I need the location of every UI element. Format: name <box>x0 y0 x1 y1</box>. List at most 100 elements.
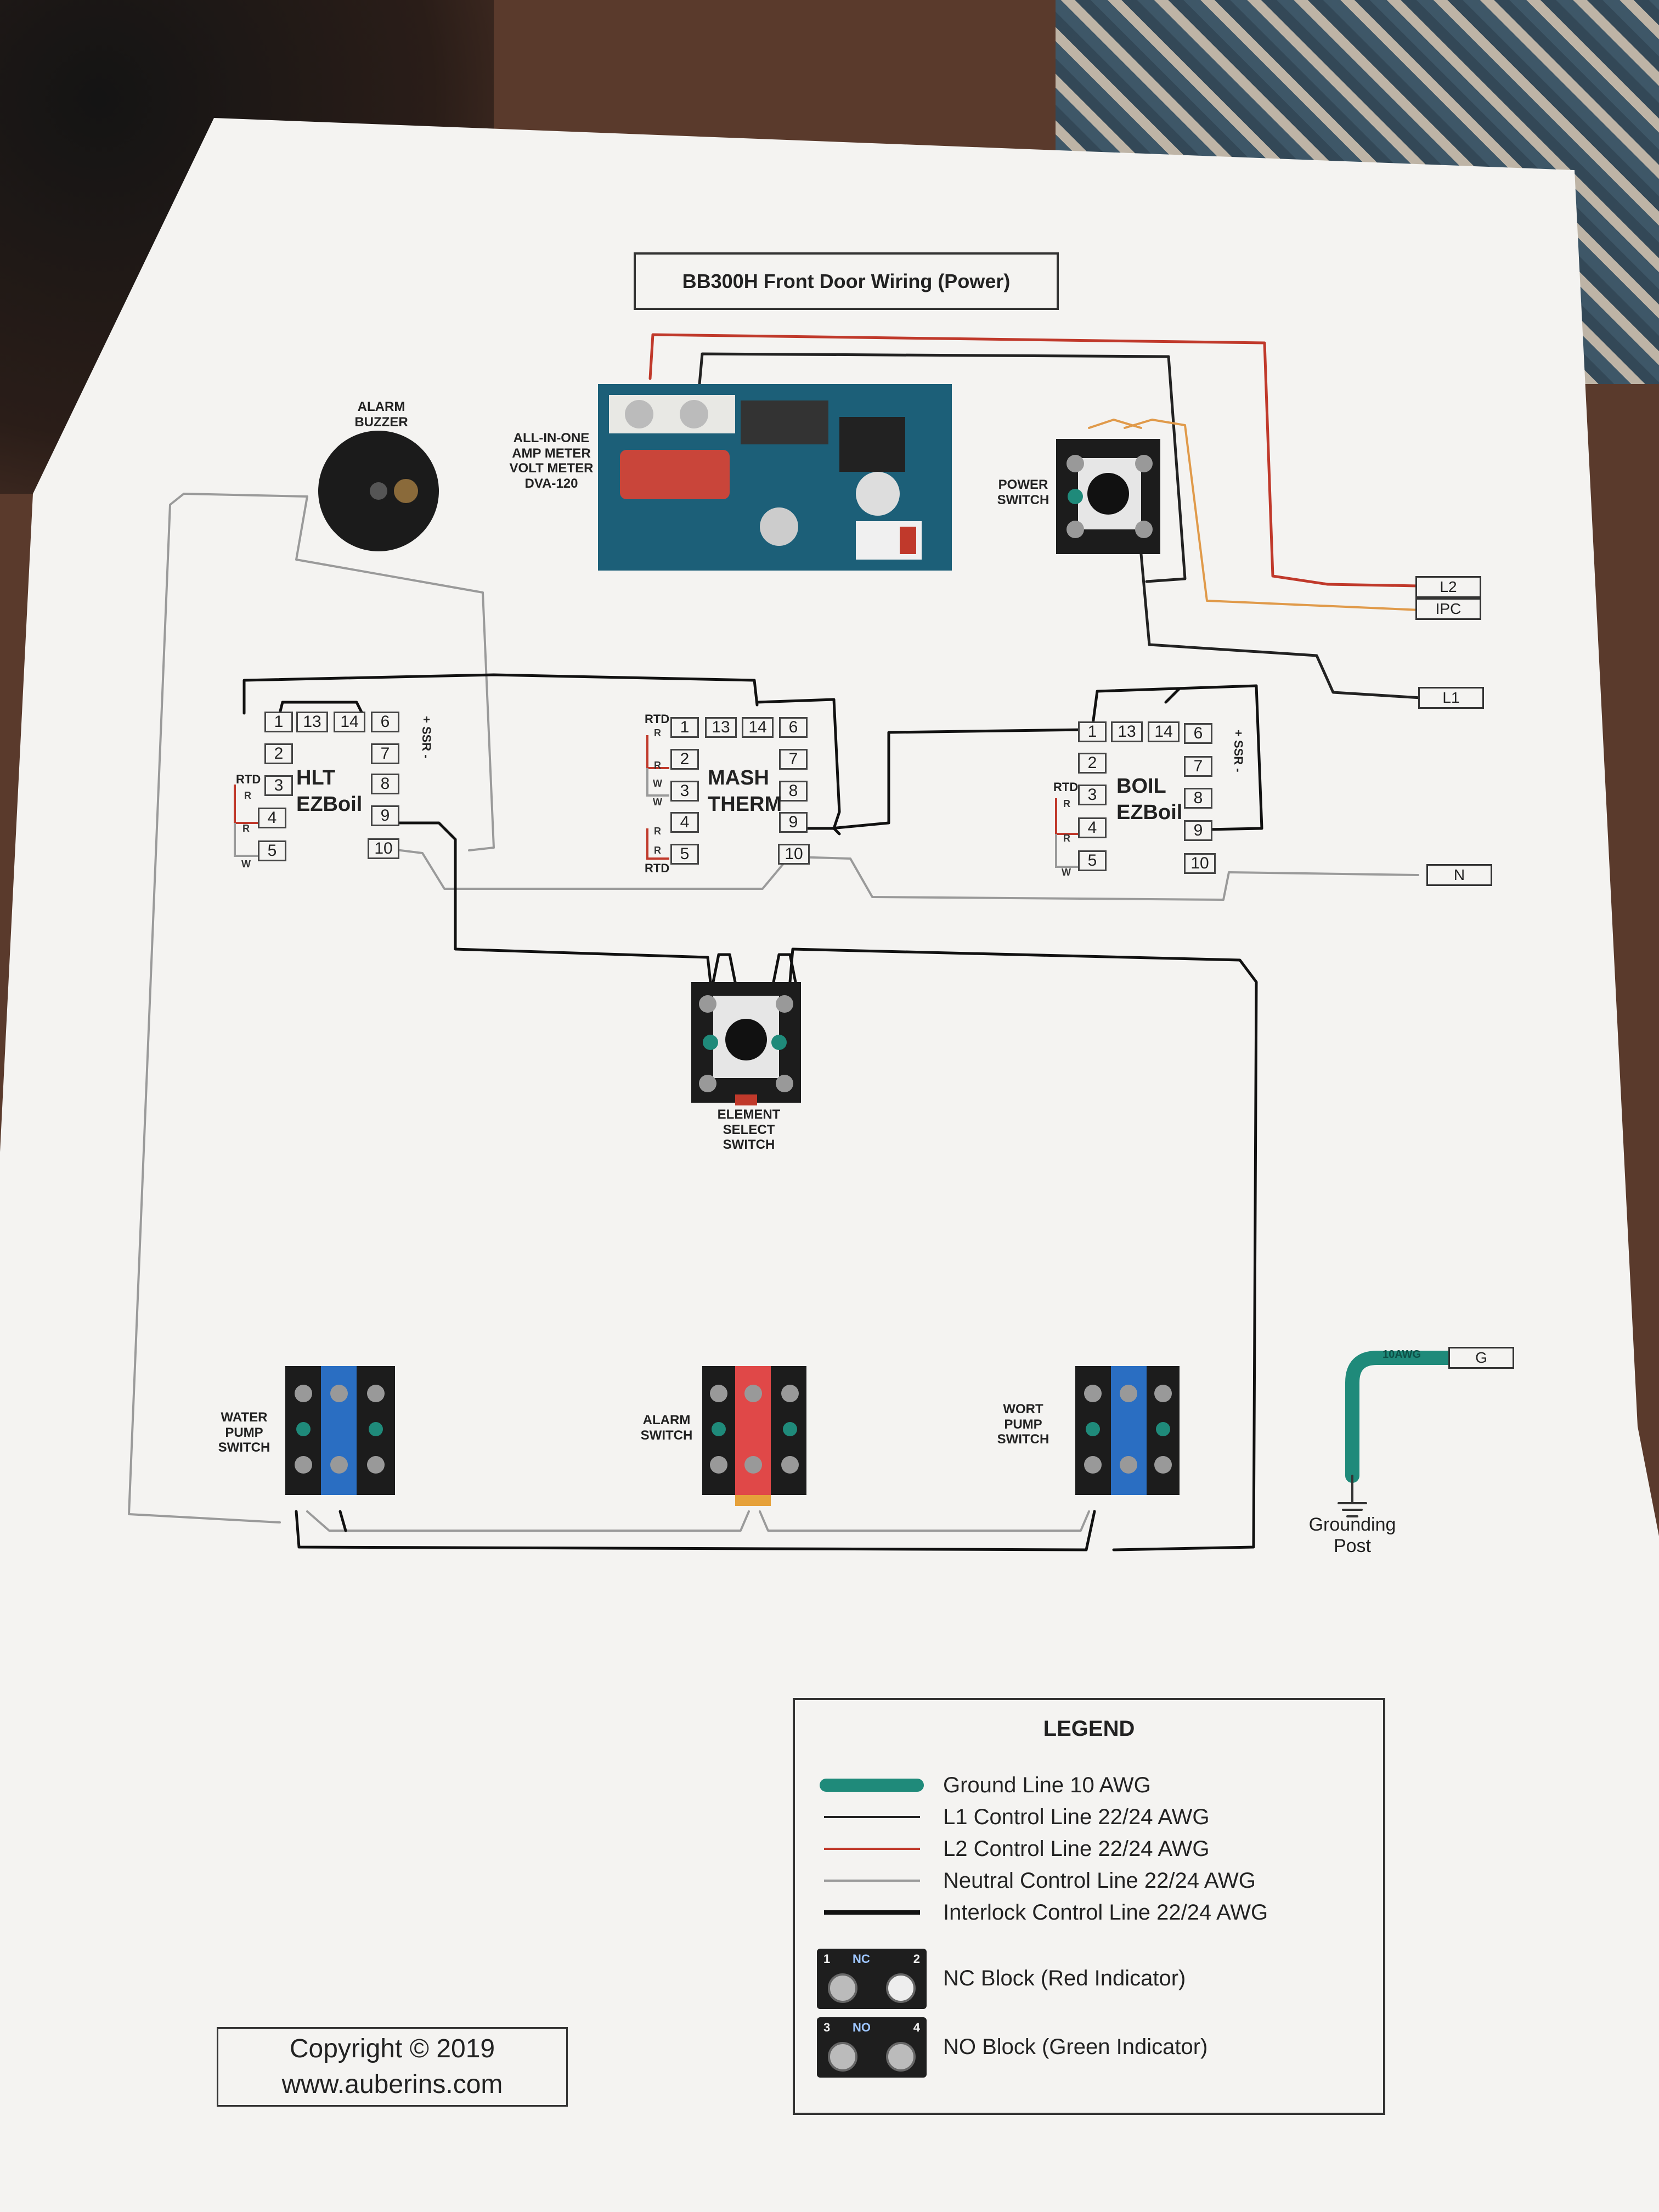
amp-meter-label: ALL-IN-ONE AMP METER VOLT METER DVA-120 <box>509 431 594 491</box>
mash-terminal-14: 14 <box>742 717 774 738</box>
legend-swatch-interlock <box>823 1910 920 1915</box>
mash-terminal-10: 10 <box>778 844 810 865</box>
legend-row-l2: L2 Control Line 22/24 AWG <box>817 1835 1209 1863</box>
power-switch-icon <box>1056 439 1160 554</box>
legend-label-l2: L2 Control Line 22/24 AWG <box>943 1836 1210 1861</box>
legend: LEGEND Ground Line 10 AWG L1 Control Lin… <box>793 1698 1385 2115</box>
neutral-wire <box>128 493 308 1523</box>
copyright-box: Copyright © 2019 www.auberins.com <box>217 2027 568 2107</box>
nc-block-icon: 1 NC 2 <box>817 1948 927 2009</box>
legend-swatch-ground <box>820 1779 924 1792</box>
hlt-terminal-1: 1 <box>264 712 293 732</box>
tag-n: N <box>1426 864 1492 886</box>
ground-wire <box>1345 1351 1455 1483</box>
mash-terminal-5: 5 <box>670 844 699 865</box>
no-block-tag: NO <box>853 2020 871 2034</box>
mash-controller-name: MASH THERM <box>708 766 782 816</box>
l2-wire <box>648 333 1420 588</box>
hlt-terminal-9: 9 <box>371 805 399 826</box>
wort-pump-switch-icon <box>1075 1366 1180 1495</box>
legend-label-nc-block: NC Block (Red Indicator) <box>943 1966 1186 1990</box>
boil-terminal-13: 13 <box>1111 721 1143 742</box>
legend-label-l1: L1 Control Line 22/24 AWG <box>943 1804 1210 1829</box>
mash-w-label: W <box>653 778 662 789</box>
hlt-w-label: W <box>241 859 251 870</box>
l1-wire <box>1139 552 1423 699</box>
amp-meter-board-icon <box>598 384 952 571</box>
legend-swatch-l1 <box>823 1816 920 1818</box>
element-select-switch-label: ELEMENT SELECT SWITCH <box>717 1107 781 1153</box>
mash-rtd-label-bottom: RTD <box>645 861 670 875</box>
mash-terminal-2: 2 <box>670 749 699 770</box>
legend-title: LEGEND <box>1043 1717 1135 1741</box>
mash-terminal-4: 4 <box>670 812 699 833</box>
element-select-switch-icon <box>691 982 801 1105</box>
boil-terminal-4: 4 <box>1078 817 1107 838</box>
hlt-terminal-13: 13 <box>296 712 328 732</box>
tag-l1: L1 <box>1418 687 1484 709</box>
hlt-rtd-label: RTD <box>236 772 261 786</box>
hlt-terminal-6: 6 <box>371 712 399 732</box>
legend-swatch-neutral <box>823 1880 920 1882</box>
legend-swatch-l2 <box>823 1848 920 1850</box>
mash-terminal-6: 6 <box>779 717 808 738</box>
nc-block-num-2: 2 <box>913 1951 920 1966</box>
mash-rtd-label-top: RTD <box>645 712 670 726</box>
mash-terminal-9: 9 <box>779 812 808 833</box>
interlock-wire <box>242 673 759 715</box>
no-block-num-3: 3 <box>823 2020 831 2034</box>
water-pump-switch-icon <box>285 1366 395 1495</box>
hlt-r-label-2: R <box>242 823 250 834</box>
mash-w-label-2: W <box>653 797 662 808</box>
copyright-line: Copyright © 2019 <box>289 2034 495 2063</box>
legend-label-neutral: Neutral Control Line 22/24 AWG <box>943 1868 1256 1893</box>
alarm-buzzer-label: ALARM BUZZER <box>354 399 408 430</box>
boil-terminal-10: 10 <box>1184 853 1216 874</box>
grounding-post-label: Grounding Post <box>1308 1514 1396 1557</box>
hlt-controller-name: HLT EZBoil <box>296 766 363 816</box>
boil-controller-name: BOIL EZBoil <box>1116 775 1183 824</box>
boil-terminal-3: 3 <box>1078 785 1107 805</box>
boil-rtd-label: RTD <box>1053 780 1079 794</box>
tag-ipc: IPC <box>1415 598 1481 620</box>
boil-terminal-2: 2 <box>1078 753 1107 774</box>
wort-pump-switch-label: WORT PUMP SWITCH <box>997 1402 1049 1447</box>
hlt-r-label: R <box>244 790 251 801</box>
power-switch-label: POWER SWITCH <box>997 477 1049 507</box>
hlt-terminal-4: 4 <box>258 808 286 828</box>
boil-terminal-8: 8 <box>1184 788 1212 809</box>
legend-label-interlock: Interlock Control Line 22/24 AWG <box>943 1900 1268 1925</box>
tag-g: G <box>1448 1347 1514 1369</box>
hlt-terminal-7: 7 <box>371 743 399 764</box>
boil-r-label-2: R <box>1063 833 1070 844</box>
hlt-terminal-10: 10 <box>368 838 399 859</box>
legend-row-no-block: 3 NO 4 NO Block (Green Indicator) <box>817 2016 1207 2079</box>
l1-wire-meter <box>698 352 1187 583</box>
ipc-wire <box>1124 419 1422 611</box>
water-pump-switch-label: WATER PUMP SWITCH <box>218 1410 270 1455</box>
legend-label-no-block: NO Block (Green Indicator) <box>943 2035 1208 2059</box>
tag-l2: L2 <box>1415 576 1481 598</box>
website-link: www.auberins.com <box>281 2069 503 2099</box>
boil-r-label: R <box>1063 798 1070 809</box>
mash-r-label-3: R <box>654 826 661 837</box>
boil-terminal-9: 9 <box>1184 820 1212 841</box>
mash-r-label-4: R <box>654 845 661 856</box>
legend-row-l1: L1 Control Line 22/24 AWG <box>817 1803 1209 1831</box>
legend-row-nc-block: 1 NC 2 NC Block (Red Indicator) <box>817 1947 1186 2010</box>
nc-block-tag: NC <box>853 1951 870 1966</box>
alarm-switch-icon <box>702 1366 806 1506</box>
nc-block-num-1: 1 <box>823 1951 831 1966</box>
mash-r-label: R <box>654 727 661 738</box>
boil-terminal-1: 1 <box>1078 721 1107 742</box>
boil-terminal-6: 6 <box>1184 723 1212 744</box>
legend-row-neutral: Neutral Control Line 22/24 AWG <box>817 1867 1256 1894</box>
mash-terminal-13: 13 <box>705 717 737 738</box>
hlt-terminal-14: 14 <box>334 712 365 732</box>
boil-terminal-7: 7 <box>1184 756 1212 777</box>
no-block-num-4: 4 <box>913 2020 920 2034</box>
boil-terminal-5: 5 <box>1078 850 1107 871</box>
mash-terminal-7: 7 <box>779 749 808 770</box>
mash-r-label-2: R <box>654 760 661 771</box>
